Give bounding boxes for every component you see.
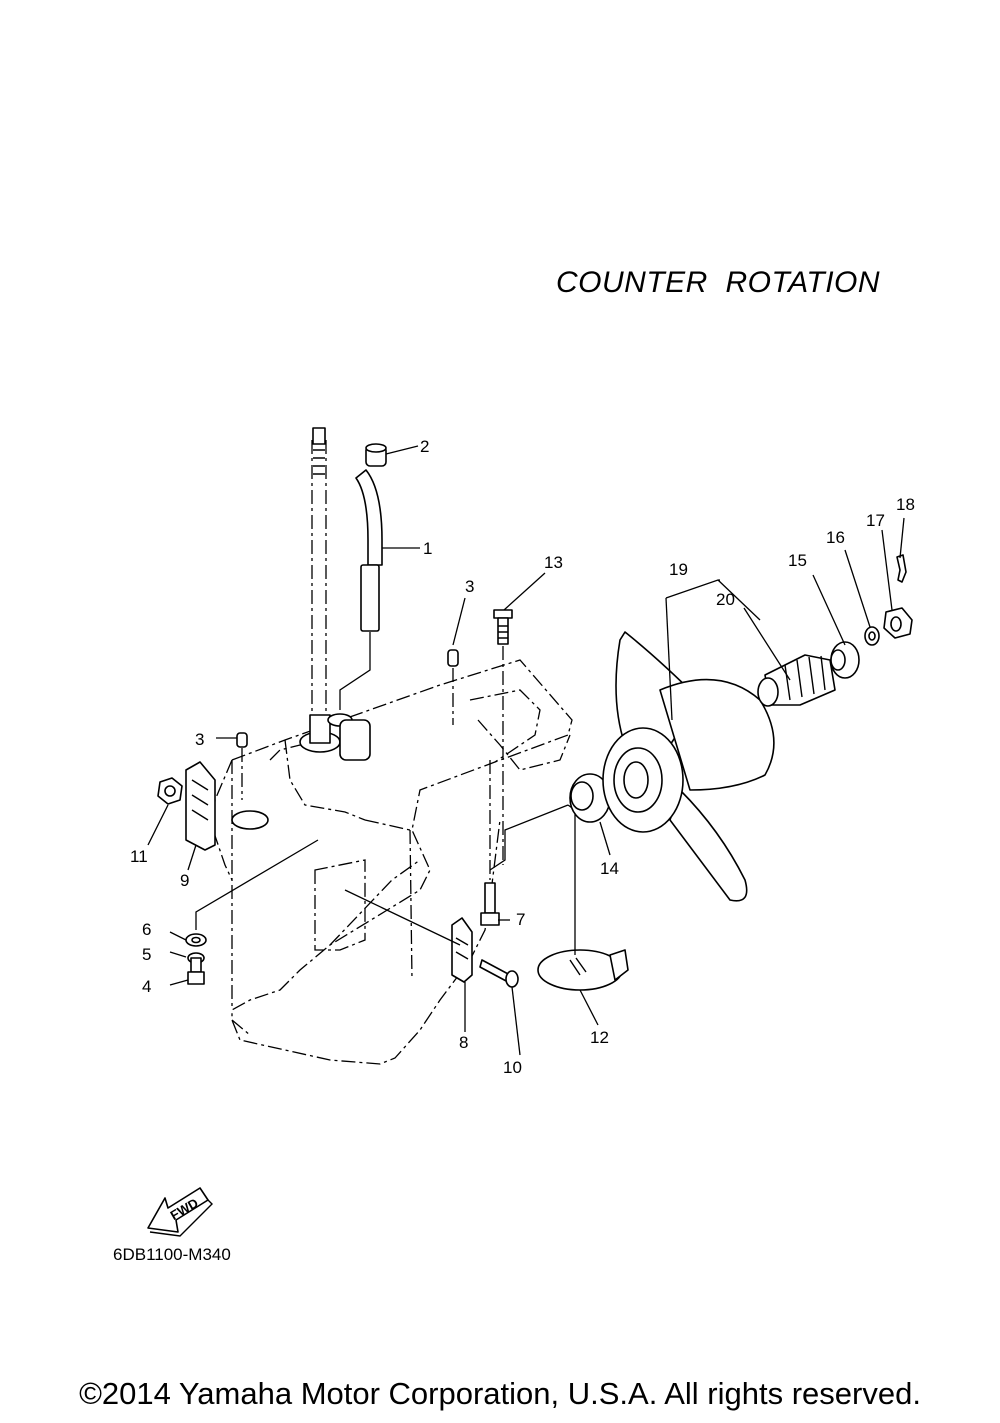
copyright-notice: ©2014 Yamaha Motor Corporation, U.S.A. A… bbox=[79, 1376, 921, 1411]
callout-5: 5 bbox=[142, 945, 151, 964]
anode bbox=[537, 804, 629, 991]
water-tube bbox=[339, 469, 383, 710]
diagram-heading: COUNTER ROTATION bbox=[556, 266, 881, 299]
fwd-arrow-icon: FWD bbox=[147, 1187, 213, 1237]
callout-13: 13 bbox=[544, 553, 563, 572]
callout-7: 7 bbox=[516, 910, 525, 929]
callout-12: 12 bbox=[590, 1028, 609, 1047]
nut-17 bbox=[883, 607, 913, 639]
callout-11: 11 bbox=[130, 847, 148, 866]
callout-numbers: 1 2 3 3 4 5 6 7 8 9 10 11 12 13 14 15 16… bbox=[130, 437, 915, 1077]
bolt-7 bbox=[480, 760, 500, 926]
dowel-pin-3b bbox=[236, 732, 248, 800]
bolt-13 bbox=[493, 609, 513, 865]
callout-14: 14 bbox=[600, 859, 619, 878]
callout-15: 15 bbox=[788, 551, 807, 570]
plain-washer bbox=[185, 933, 207, 947]
dowel-pin-3a bbox=[447, 649, 459, 725]
callout-3b: 3 bbox=[195, 730, 204, 749]
drive-shaft bbox=[311, 427, 327, 720]
callout-9: 9 bbox=[180, 871, 189, 890]
washer-16 bbox=[864, 626, 880, 646]
callout-8: 8 bbox=[459, 1033, 468, 1052]
trim-tab bbox=[451, 917, 473, 983]
clamp bbox=[185, 761, 216, 851]
nut-11 bbox=[157, 777, 183, 805]
callout-19: 19 bbox=[669, 560, 688, 579]
callout-20: 20 bbox=[716, 590, 735, 609]
propeller bbox=[602, 631, 775, 902]
lower-casing-outline bbox=[212, 659, 573, 1065]
callout-18: 18 bbox=[896, 495, 915, 514]
plate-code: 6DB1100-M340 bbox=[113, 1245, 231, 1264]
callout-2: 2 bbox=[420, 437, 429, 456]
spacer-hub bbox=[757, 654, 836, 707]
callout-10: 10 bbox=[503, 1058, 522, 1077]
casing-top-fittings bbox=[231, 713, 371, 830]
grommet bbox=[365, 443, 387, 467]
callout-17: 17 bbox=[866, 511, 885, 530]
callout-16: 16 bbox=[826, 528, 845, 547]
bushing bbox=[489, 773, 611, 871]
screw-10 bbox=[479, 959, 519, 988]
callout-leaders bbox=[147, 445, 905, 1056]
spacer-15 bbox=[830, 641, 860, 679]
cotter-pin bbox=[896, 554, 907, 583]
callout-4: 4 bbox=[142, 977, 151, 996]
callout-1: 1 bbox=[423, 539, 432, 558]
callout-3a: 3 bbox=[465, 577, 474, 596]
callout-6: 6 bbox=[142, 920, 151, 939]
bolt-4 bbox=[187, 957, 205, 985]
